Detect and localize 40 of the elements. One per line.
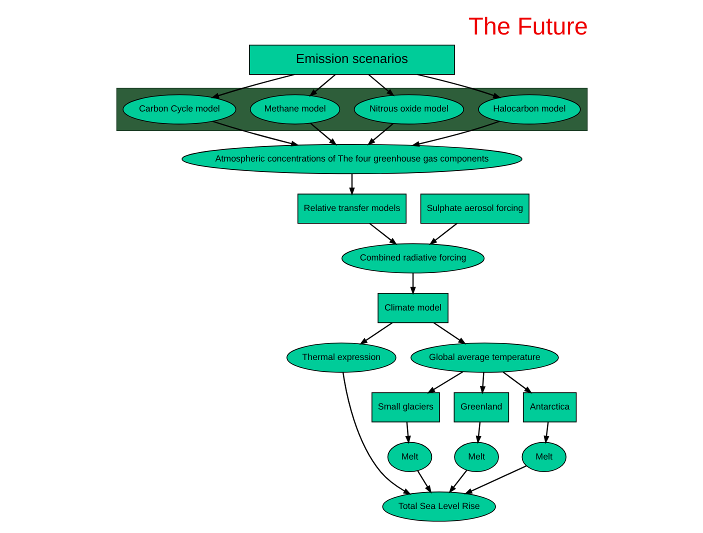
- diagram-title: The Future: [468, 14, 588, 41]
- node-ellipse: Methane model: [249, 94, 340, 124]
- arrow: [416, 470, 432, 494]
- arrow: [368, 74, 394, 96]
- arrow: [358, 322, 392, 345]
- node-ellipse: Combined radiative forcing: [341, 243, 484, 274]
- arrow: [479, 372, 486, 394]
- node-ellipse: Melt: [454, 442, 498, 472]
- arrow: [342, 372, 411, 495]
- node-box: Greenland: [453, 392, 509, 422]
- arrow: [502, 372, 532, 394]
- node-box: Relative transfer models: [296, 194, 406, 224]
- node-box: Sulphate aerosol forcing: [420, 194, 529, 224]
- arrow: [368, 222, 397, 246]
- node-ellipse: Halocarbon model: [478, 94, 580, 124]
- arrow: [543, 422, 549, 444]
- node-box: Climate model: [377, 292, 448, 324]
- arrow: [432, 322, 466, 345]
- arrow: [448, 470, 467, 494]
- node-box: Small glaciers: [371, 392, 440, 422]
- node-ellipse: Carbon Cycle model: [122, 94, 236, 124]
- node-ellipse: Nitrous oxide model: [353, 94, 464, 124]
- node-box: Antarctica: [522, 392, 576, 422]
- arrow: [464, 465, 526, 494]
- node-ellipse: Melt: [386, 442, 432, 472]
- node-ellipse: Total Sea Level Rise: [382, 492, 496, 522]
- node-box: Emission scenarios: [248, 44, 454, 75]
- arrow: [348, 174, 354, 196]
- arrow: [212, 120, 299, 146]
- arrow: [308, 74, 336, 97]
- arrow: [404, 422, 410, 444]
- node-ellipse: Melt: [521, 442, 566, 472]
- node-ellipse: Atmospheric concentrations of The four greenhouse gas components: [181, 144, 522, 174]
- arrow: [410, 273, 416, 296]
- arrow: [428, 222, 457, 246]
- node-ellipse: Global average temperature: [410, 342, 558, 373]
- node-ellipse: Thermal expression: [286, 342, 396, 373]
- arrow: [475, 422, 481, 444]
- arrow: [410, 120, 500, 147]
- arrow: [426, 371, 463, 394]
